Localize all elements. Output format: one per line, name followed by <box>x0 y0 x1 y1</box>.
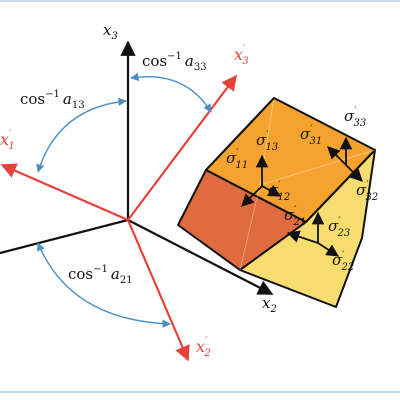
axis-x1-prime <box>0 163 129 222</box>
label-x2: x2 <box>262 294 277 315</box>
label-s31: σ′31 <box>300 124 322 147</box>
label-x1-prime: x′1 <box>0 129 15 152</box>
arc-a21 <box>37 242 171 328</box>
stress-arrows-right <box>286 211 340 257</box>
stress-arrows-left <box>241 154 282 207</box>
cube-face-right <box>239 149 376 308</box>
arrow-s21 <box>286 230 319 244</box>
arrow-s11 <box>241 185 263 207</box>
axis-x2 <box>127 219 274 295</box>
label-s32: σ′32 <box>356 180 378 203</box>
label-s22: σ′22 <box>332 250 354 273</box>
cube-hidden-edge-3 <box>239 184 261 271</box>
label-x3-prime: x′3 <box>234 44 249 67</box>
arrow-s12 <box>261 184 282 197</box>
arc-a13 <box>36 97 127 173</box>
arrow-s32 <box>345 164 363 182</box>
label-x2-prime: x′2 <box>196 336 211 359</box>
axis-x1 <box>0 218 129 255</box>
axis-x3-prime <box>127 74 237 221</box>
arrow-s31 <box>327 146 347 166</box>
cube-hidden-edge-2 <box>259 149 376 186</box>
label-s11: σ′11 <box>226 148 248 171</box>
stress-arrows-top <box>327 136 363 182</box>
angle-arcs <box>36 72 212 328</box>
label-x3: x3 <box>103 21 118 42</box>
cube-edge-outer <box>205 97 275 171</box>
axis-x2-prime <box>126 219 190 362</box>
original-axes <box>0 40 274 295</box>
frame-top-border <box>0 0 400 2</box>
frame-bottom-border <box>0 391 400 393</box>
label-s33: σ′33 <box>344 106 366 129</box>
label-s12: σ′12 <box>268 180 290 203</box>
arrow-s22 <box>317 242 340 257</box>
arc-a33 <box>130 72 212 113</box>
label-s23: σ′23 <box>328 216 350 239</box>
stress-cube <box>177 97 376 308</box>
label-s13: σ′13 <box>256 130 278 153</box>
label-s21: σ′21 <box>284 205 306 228</box>
